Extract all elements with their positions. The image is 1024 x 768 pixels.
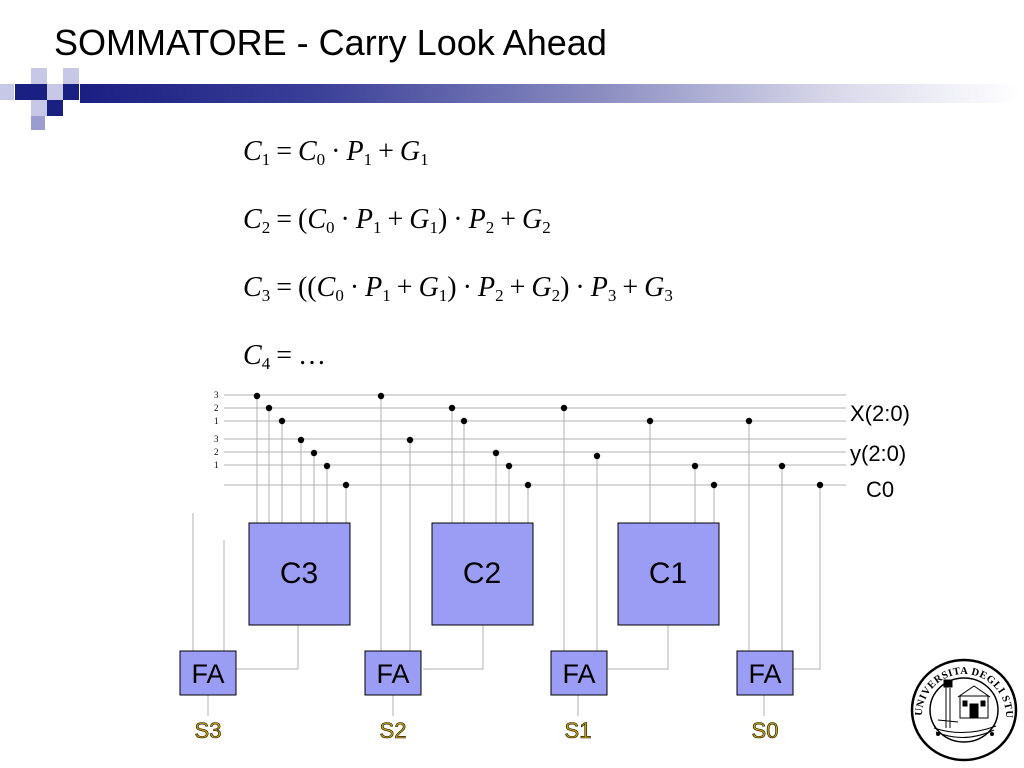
junction-dots <box>253 392 824 489</box>
seal-icon: UNIVERSITA DEGLI STUDI DI TRIESTE <box>908 656 1018 762</box>
decor-square <box>15 84 31 100</box>
bus-label-y: y(2:0) <box>850 441 906 466</box>
decor-square <box>31 100 47 116</box>
fa-label: FA <box>748 659 781 689</box>
block-label-c2: C2 <box>463 557 501 590</box>
block-label-c1: C1 <box>649 557 687 590</box>
equation-c4: C4=… <box>243 340 326 373</box>
decor-square <box>47 84 63 100</box>
carry-blocks <box>248 522 720 626</box>
block-c2 <box>431 522 534 626</box>
fa-label: FA <box>191 659 224 689</box>
fa-block-3 <box>179 650 237 696</box>
adder-blocks <box>179 650 794 696</box>
fa-block-2 <box>364 650 422 696</box>
decor-square <box>31 68 47 84</box>
bit-labels: 3 2 1 3 2 1 <box>214 390 219 470</box>
fa-block-1 <box>550 650 608 696</box>
bit-label: 1 <box>214 460 219 470</box>
bit-label: 3 <box>214 434 219 444</box>
equation-c1: C1=C0·P1+G1 <box>243 136 429 169</box>
equation-c3: C3=((C0·P1+G1)·P2+G2)·P3+G3 <box>243 272 673 305</box>
decor-square <box>31 84 47 100</box>
bus-lines <box>224 394 846 486</box>
decor-square <box>47 100 63 116</box>
bit-label: 2 <box>214 403 219 413</box>
bit-label: 2 <box>214 447 219 457</box>
block-c1 <box>617 522 720 626</box>
output-s3: S3 <box>195 718 222 743</box>
decor-square <box>0 84 14 100</box>
fa-block-0 <box>736 650 794 696</box>
decor-square <box>63 84 79 100</box>
equation-c2: C2=(C0·P1+G1)·P2+G2 <box>243 204 551 237</box>
bit-label: 3 <box>214 390 219 400</box>
adder-block-labels: FA FA FA FA <box>191 659 781 689</box>
decor-square <box>31 116 45 130</box>
output-s0: S0 <box>752 718 779 743</box>
fa-label: FA <box>376 659 409 689</box>
bus-labels: X(2:0) y(2:0) C0 <box>850 401 910 502</box>
output-s2: S2 <box>380 718 407 743</box>
bus-label-x: X(2:0) <box>850 401 910 426</box>
decor-square <box>63 68 79 84</box>
bus-label-c0: C0 <box>866 477 894 502</box>
wires <box>192 395 821 716</box>
fa-label: FA <box>562 659 595 689</box>
block-label-c3: C3 <box>280 557 318 590</box>
slide-title: SOMMATORE - Carry Look Ahead <box>54 22 607 63</box>
title-bar <box>80 84 1020 103</box>
output-labels: S3 S2 S1 S0 <box>194 718 779 744</box>
bit-label: 1 <box>214 416 219 426</box>
carry-block-labels: C3 C2 C1 <box>280 557 687 590</box>
block-c3 <box>248 522 351 626</box>
output-s1: S1 <box>565 718 592 743</box>
